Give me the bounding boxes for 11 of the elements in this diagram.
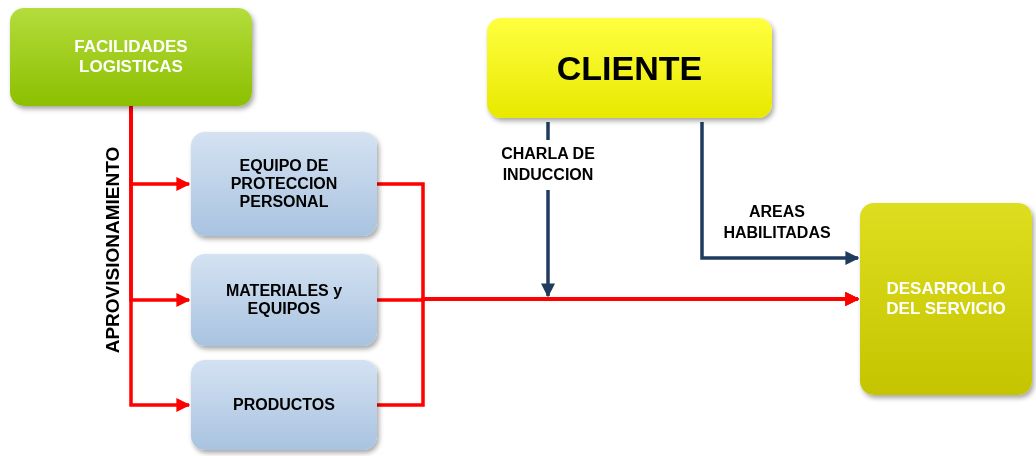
process-box: PRODUCTOS: [191, 360, 377, 450]
arrow: [700, 122, 860, 265]
arrow: [377, 292, 860, 407]
process-box: MATERIALES y EQUIPOS: [191, 254, 377, 346]
service-box: DESARROLLO DEL SERVICIO: [860, 203, 1032, 395]
client-box: CLIENTE: [487, 18, 772, 118]
vertical-label: APROVISIONAMIENTO: [100, 146, 124, 354]
edge-label: AREAS HABILITADAS: [722, 202, 832, 243]
arrow: [129, 106, 191, 412]
process-box: EQUIPO DE PROTECCION PERSONAL: [191, 132, 377, 236]
facilities-box: FACILIDADES LOGISTICAS: [10, 8, 252, 106]
